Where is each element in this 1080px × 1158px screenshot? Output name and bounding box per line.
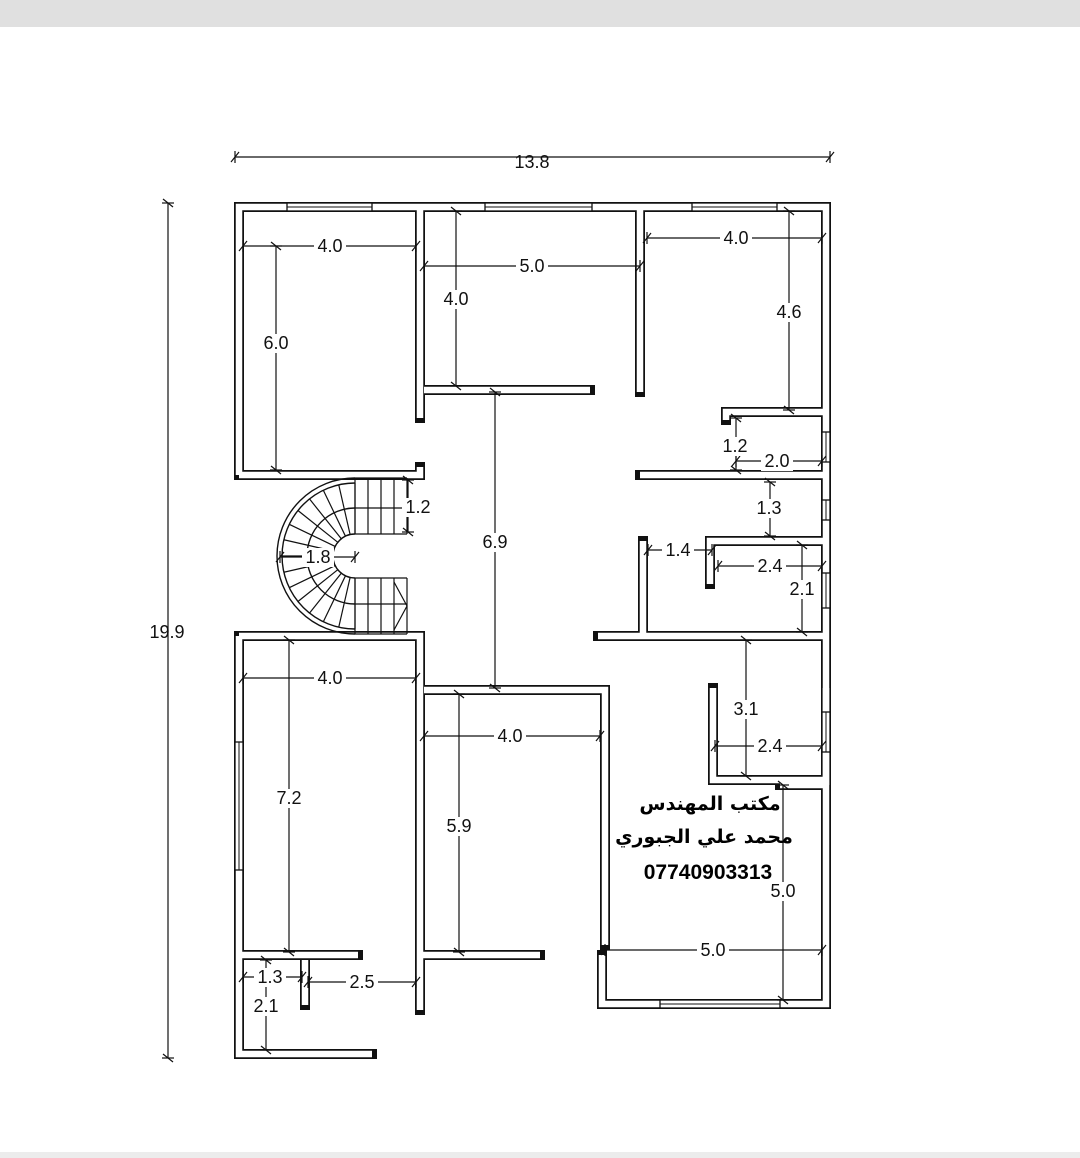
dimension-label: 2.5 [349,972,374,992]
spiral-stairs [276,477,408,635]
top-bar [0,0,1080,27]
dimension-label: 4.0 [317,668,342,688]
dimension-labels: 13.8 19.9 4.0 5.0 4.0 6.0 4.0 4.6 1.2 2.0 1.3 1.4… [149,152,818,1016]
dimension-label: 5.0 [700,940,725,960]
dimension-label: 2.4 [757,556,782,576]
phone-number: 07740903313 [644,861,772,884]
overall-width-label: 13.8 [514,152,549,172]
stair-tread [297,510,339,543]
dimension-lines [162,151,835,1063]
dimension-label: 7.2 [276,788,301,808]
dimension-label: 1.8 [305,547,330,567]
stair-tread [297,569,339,602]
dimension-label: 2.1 [789,579,814,599]
bottom-bar [0,1152,1080,1158]
engineer-name: محمد علي الجبوري [615,826,793,849]
dimension-label: 1.3 [756,498,781,518]
dimension-label: 5.9 [446,816,471,836]
stair-tread [338,577,351,628]
dimension-label: 1.4 [665,540,690,560]
stair-tread [322,575,346,623]
dimension-label: 6.0 [263,333,288,353]
stair-tread [322,489,346,537]
dimension-label: 1.3 [257,967,282,987]
dimension-label: 4.0 [317,236,342,256]
dimension-label: 4.0 [497,726,522,746]
dimension-label: 4.0 [723,228,748,248]
office-title: مكتب المهندس [639,793,780,815]
stair-tread [309,572,342,614]
wall [708,683,831,785]
stair-tread [309,498,342,540]
overall-depth-label: 19.9 [149,622,184,642]
windows [234,202,831,1009]
stair-tread [288,565,336,589]
walls [234,202,831,1059]
dimension-label: 1.2 [722,436,747,456]
dimension-label: 5.0 [519,256,544,276]
dimension-label: 2.0 [764,451,789,471]
dimension-label: 6.9 [482,532,507,552]
wall [234,202,831,1009]
dimension-label: 3.1 [733,699,758,719]
credit-block: مكتب المهندس محمد علي الجبوري 0774090331… [615,793,793,884]
dimension-label: 2.1 [253,996,278,1016]
stair-tread [288,523,336,547]
dimension-label: 4.0 [443,289,468,309]
dimension-label: 1.2 [405,497,430,517]
dimension-label: 4.6 [776,302,801,322]
dimension-label: 2.4 [757,736,782,756]
dimension-label: 5.0 [770,881,795,901]
stair-tread [338,484,351,535]
stair-arrow [393,581,408,631]
